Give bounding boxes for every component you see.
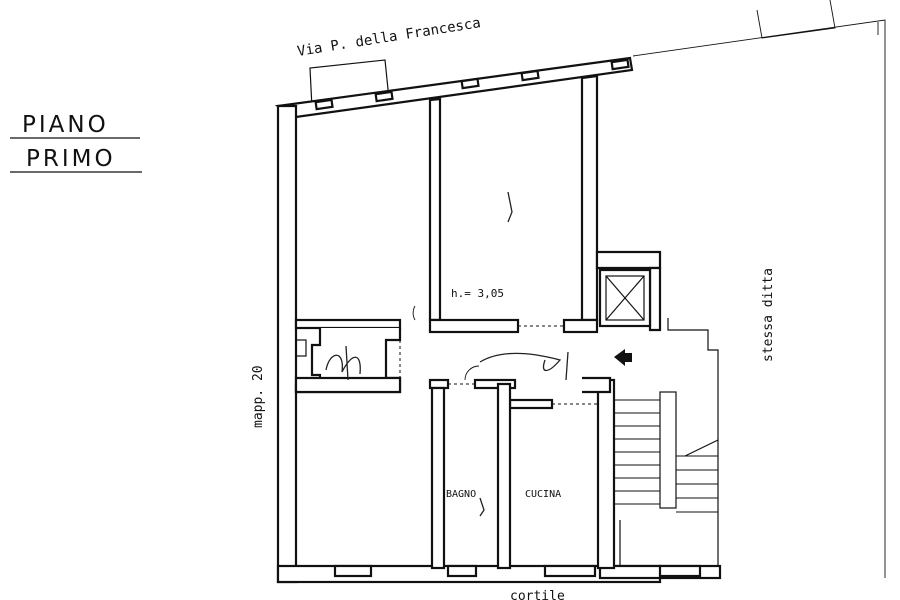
interior-walls (294, 74, 662, 570)
elevator-shaft-icon (598, 268, 652, 328)
room-label-bagno: BAGNO (446, 489, 476, 500)
room-height-label: h.= 3,05 (451, 287, 504, 300)
title-line-1: PIANO (22, 112, 109, 138)
left-boundary-label: mapp. 20 (251, 365, 266, 428)
handwritten-marks (325, 191, 569, 517)
facade-windows (314, 58, 630, 111)
entrance-arrow-icon (614, 349, 632, 366)
title-block: PIANO PRIMO (10, 112, 142, 173)
room-label-cucina: CUCINA (525, 489, 561, 500)
title-line-2: PRIMO (26, 146, 116, 172)
door-openings (399, 305, 598, 405)
adjacent-property-outline (632, 0, 886, 578)
street-label: Via P. della Francesca (296, 15, 482, 60)
right-boundary-label: stessa ditta (761, 268, 776, 362)
staircase (614, 318, 719, 566)
courtyard-windows (333, 564, 702, 578)
stair-treads (614, 399, 718, 513)
bottom-boundary-label: cortile (510, 589, 565, 600)
